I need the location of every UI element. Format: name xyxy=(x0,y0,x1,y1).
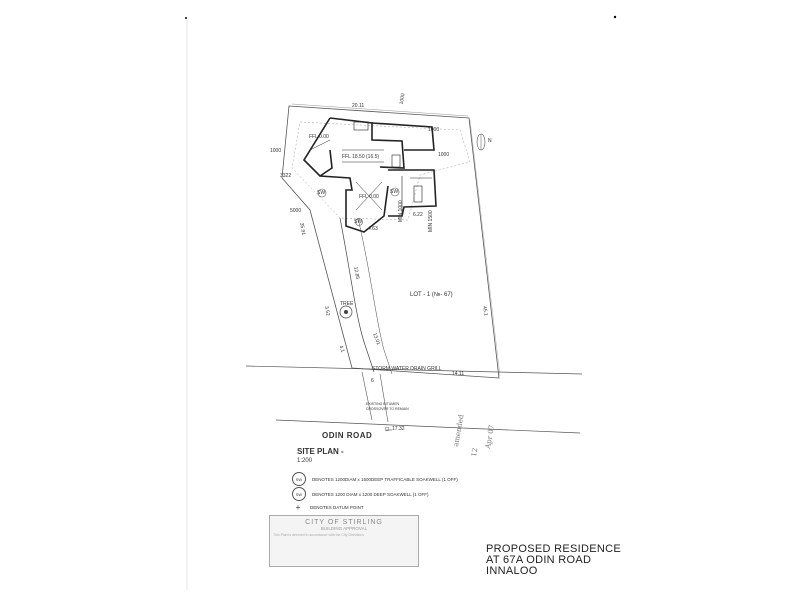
soakwell-label: SW xyxy=(317,190,326,196)
room-label: FFL 0.00 xyxy=(359,194,379,200)
house-footprint xyxy=(302,117,437,233)
site-plan-title: SITE PLAN - xyxy=(297,447,344,456)
north-arrow-icon xyxy=(476,133,486,151)
site-plan-scale: 1:200 xyxy=(297,458,313,464)
dim-right-offset-b: 1000 xyxy=(438,152,450,158)
approval-stamp: CITY OF STIRLING BUILDING APPROVAL This … xyxy=(269,515,419,567)
driveway-line xyxy=(339,217,375,373)
soakwell-label: SW xyxy=(390,189,399,195)
legend-text: DENOTES 1200DIAM x 1500DEEP TRAFFICABLE … xyxy=(312,476,458,482)
lot-boundary xyxy=(281,105,500,379)
tree-icon xyxy=(339,305,353,319)
soakwell-icon: SW xyxy=(292,487,306,501)
road-edge-line xyxy=(275,419,581,434)
dim-left-offset: 1000 xyxy=(270,148,282,154)
stamp-line: BUILDING APPROVAL xyxy=(320,526,368,531)
title-line: INNALOO xyxy=(486,565,538,577)
dim-right-offset-a: 1000 xyxy=(428,127,440,133)
soakwell-label: SW xyxy=(354,219,363,225)
soakwell-icon xyxy=(355,218,363,226)
crossover-label: EXISTING BITUMEN CROSSOVER TO REMAIN xyxy=(366,402,409,411)
stamp-fine-print: This Plan is deemed in accordance with t… xyxy=(273,533,365,537)
title-block: PROPOSED RESIDENCE AT 67A ODIN ROAD INNA… xyxy=(486,544,621,577)
soakwell-icon: SW xyxy=(292,472,306,486)
legend-item: SW DENOTES 1200DIAM x 1500DEEP TRAFFICAB… xyxy=(292,472,458,486)
legend-text: DENOTES 1200 DIAM x 1200 DEEP SOAKWELL (… xyxy=(312,491,429,497)
verge-line xyxy=(245,365,583,375)
title-line: AT 67A ODIN ROAD xyxy=(486,554,592,566)
handwritten-note: 12 xyxy=(470,447,480,458)
datum-point-icon: + xyxy=(295,502,301,512)
legend-item: SW DENOTES 1200 DIAM x 1200 DEEP SOAKWEL… xyxy=(292,487,429,501)
dim-left-setback-2: 5000 xyxy=(290,208,302,214)
title-line: PROPOSED RESIDENCE xyxy=(486,543,621,555)
north-label: N xyxy=(488,138,492,144)
dim-inner-b: 4.63 xyxy=(368,226,378,232)
dim-min-b: MIN 1500 xyxy=(428,210,434,232)
room-label: FFL 0.00 xyxy=(309,134,329,140)
stamp-heading: CITY OF STIRLING xyxy=(305,519,383,526)
dim-left-setback: 3322 xyxy=(280,173,292,179)
dim-road: 6 xyxy=(371,378,374,384)
dim-bottom-width: 14.11 xyxy=(452,371,465,377)
soakwell-icon xyxy=(317,188,327,198)
legend-item: + DENOTES DATUM POINT xyxy=(292,500,364,514)
dim-min-a: MIN 1000 xyxy=(398,200,404,222)
storm-drain-label: STORM WATER DRAIN GRILL xyxy=(372,366,442,372)
dim-datum: 17.32 xyxy=(392,426,405,432)
lot-label: LOT - 1 (№- 67) xyxy=(410,292,453,298)
road-name-label: ODIN ROAD xyxy=(322,431,373,440)
dim-inner-a: 6.22 xyxy=(413,212,423,218)
dim-top-width: 20.11 xyxy=(352,103,365,109)
room-label: FFL 18.50 (16.5) xyxy=(342,154,380,160)
tree-label: TREE xyxy=(340,301,354,307)
legend-text: DENOTES DATUM POINT xyxy=(310,504,364,510)
soakwell-icon xyxy=(390,187,400,197)
